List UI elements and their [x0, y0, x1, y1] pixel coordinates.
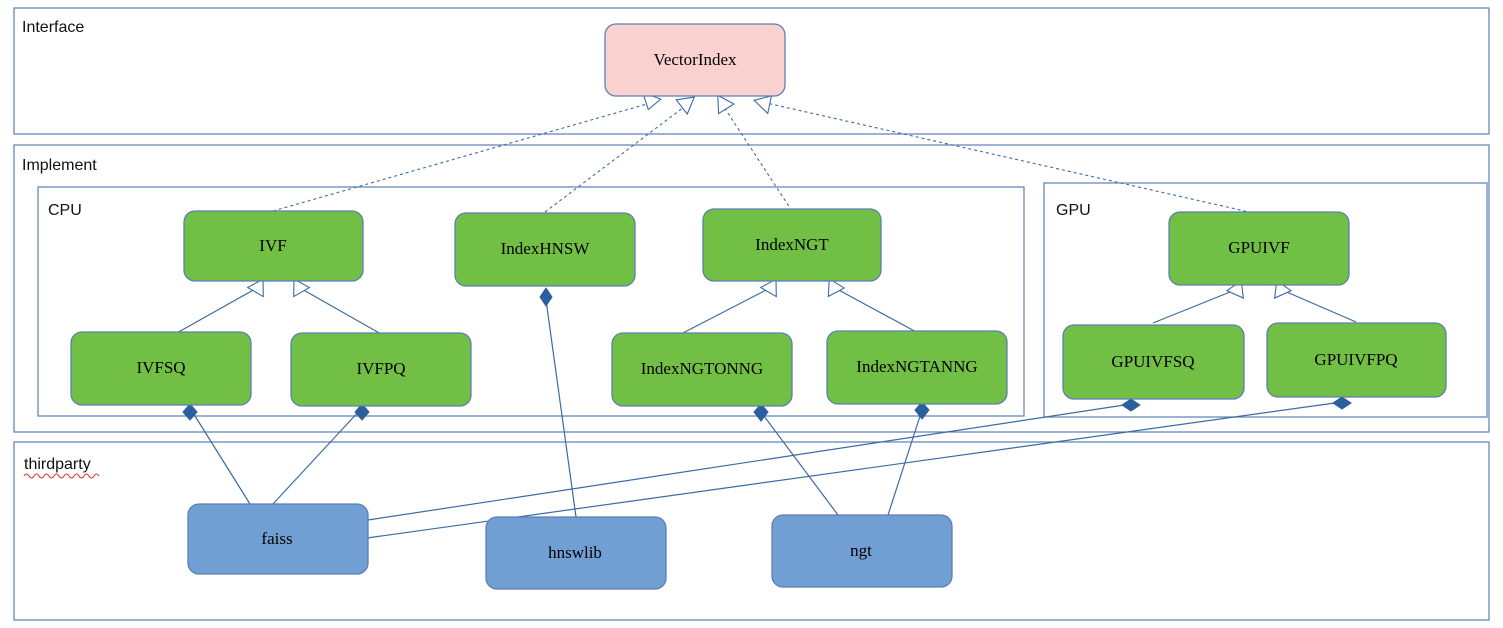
edge-indexhnsw-hnswlib — [545, 299, 577, 518]
node-label-ivfsq: IVFSQ — [136, 358, 185, 377]
node-label-gpuivf: GPUIVF — [1228, 238, 1289, 257]
arrowhead-realization-indexngt — [717, 94, 735, 115]
edge-ivfpq-faiss — [271, 407, 363, 506]
group-label-cpu: CPU — [48, 202, 82, 219]
arrowhead-gen-ivfsq — [246, 278, 264, 298]
arrowhead-gen-indexngtanng — [827, 277, 846, 298]
node-label-ngt: ngt — [850, 541, 872, 560]
node-label-indexngtanng: IndexNGTANNG — [856, 357, 977, 376]
node-ivfsq[interactable] — [70, 331, 252, 406]
edge-ivfpq-ivf — [299, 287, 382, 335]
group-label-interface: Interface — [22, 19, 84, 36]
node-vectorindex[interactable] — [604, 23, 786, 97]
edge-gpuivfpq-faiss — [366, 401, 1343, 539]
node-gpuivf[interactable] — [1168, 211, 1350, 286]
diamond-indexngtanng — [914, 401, 930, 420]
node-indexngtanng[interactable] — [826, 330, 1008, 405]
node-hnswlib[interactable] — [485, 516, 667, 590]
diamond-ivfsq — [182, 403, 198, 421]
edge-gpuivfsq-faiss — [367, 403, 1132, 521]
group-label-gpu: GPU — [1056, 202, 1091, 219]
node-label-ivfpq: IVFPQ — [356, 359, 405, 378]
edge-ivfsq-ivf — [174, 287, 258, 335]
node-ivfpq[interactable] — [290, 332, 472, 407]
edge-gpuivfpq-gpuivf — [1281, 289, 1357, 323]
edge-ivfsq-faiss — [189, 407, 251, 505]
arrowhead-gen-ivfpq — [293, 278, 311, 298]
node-faiss[interactable] — [187, 503, 369, 575]
node-ngt[interactable] — [771, 514, 953, 588]
node-label-gpuivfsq: GPUIVFSQ — [1111, 352, 1194, 371]
node-label-faiss: faiss — [261, 529, 292, 548]
node-label-vectorindex: VectorIndex — [653, 50, 737, 69]
node-label-hnswlib: hnswlib — [548, 543, 602, 562]
node-indexngtonng[interactable] — [611, 332, 793, 407]
node-label-indexngtonng: IndexNGTONNG — [641, 359, 763, 378]
edge-indexngtanng-indexngt — [834, 287, 921, 335]
edge-ivf-vectorindex — [272, 101, 655, 212]
node-label-indexhnsw: IndexHNSW — [501, 239, 591, 258]
node-ivf[interactable] — [183, 210, 364, 282]
group-label-thirdparty: thirdparty — [24, 456, 91, 473]
node-indexngt[interactable] — [702, 208, 882, 282]
spellcheck-underline-thirdparty — [23, 473, 100, 479]
group-label-implement: Implement — [22, 157, 97, 174]
edge-gpuivfsq-gpuivf — [1152, 289, 1236, 324]
node-label-ivf: IVF — [259, 236, 286, 255]
edge-indexngtanng-ngt — [887, 409, 923, 516]
diamond-indexhnsw — [539, 287, 553, 307]
diamond-gpuivfpq — [1332, 396, 1352, 410]
node-label-gpuivfpq: GPUIVFPQ — [1314, 350, 1397, 369]
node-gpuivfsq[interactable] — [1062, 324, 1245, 400]
edge-indexngtonng-ngt — [760, 411, 839, 516]
arrowhead-gen-indexngtonng — [759, 278, 777, 298]
node-label-indexngt: IndexNGT — [755, 235, 829, 254]
edge-indexngtonng-indexngt — [680, 287, 771, 335]
diamond-indexngtonng — [753, 403, 769, 422]
node-gpuivfpq[interactable] — [1266, 322, 1447, 398]
diamond-ivfpq — [354, 403, 370, 421]
node-indexhnsw[interactable] — [454, 212, 636, 287]
arrowhead-realization-indexhnsw — [675, 96, 696, 116]
arrowhead-realization-gpuivf — [753, 95, 773, 115]
edge-gpuivf-vectorindex — [761, 101, 1259, 215]
diamond-gpuivfsq — [1121, 398, 1141, 412]
